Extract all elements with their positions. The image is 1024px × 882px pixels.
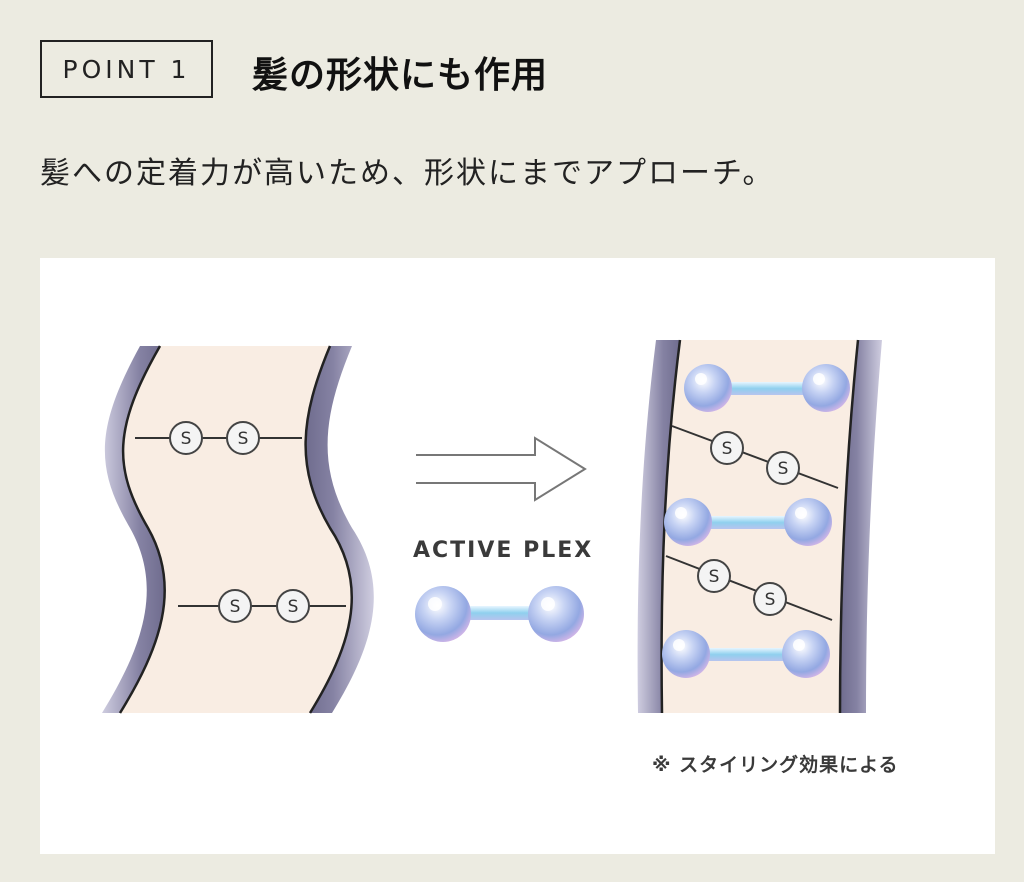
lead-text: 髪への定着力が高いため、形状にまでアプローチ。 <box>40 156 775 191</box>
diagram-illustration: S S S S <box>102 339 882 714</box>
active-plex-label: ACTIVE PLEX <box>413 538 594 563</box>
bonding-molecule <box>684 364 850 412</box>
sulfur-bond-label: S <box>181 429 192 449</box>
sulfur-bond-label: S <box>230 597 241 617</box>
point-badge: POINT 1 <box>40 40 213 98</box>
diagram-panel: S S S S <box>40 258 995 854</box>
section-title: 髪の形状にも作用 <box>252 55 549 96</box>
arrow-icon <box>416 436 587 502</box>
sulfur-bond-label: S <box>778 459 789 479</box>
active-plex-molecule <box>415 586 584 642</box>
hair-before: S S S S <box>102 345 374 714</box>
sulfur-bond-label: S <box>709 567 720 587</box>
hair-after: S S S S <box>637 339 882 714</box>
footnote: ※ スタイリング効果による <box>652 754 899 776</box>
sulfur-bond-label: S <box>288 597 299 617</box>
bonding-molecule <box>664 498 832 546</box>
sulfur-bond-label: S <box>722 439 733 459</box>
sulfur-bond-label: S <box>765 590 776 610</box>
bonding-molecule <box>662 630 830 678</box>
sulfur-bond-label: S <box>238 429 249 449</box>
